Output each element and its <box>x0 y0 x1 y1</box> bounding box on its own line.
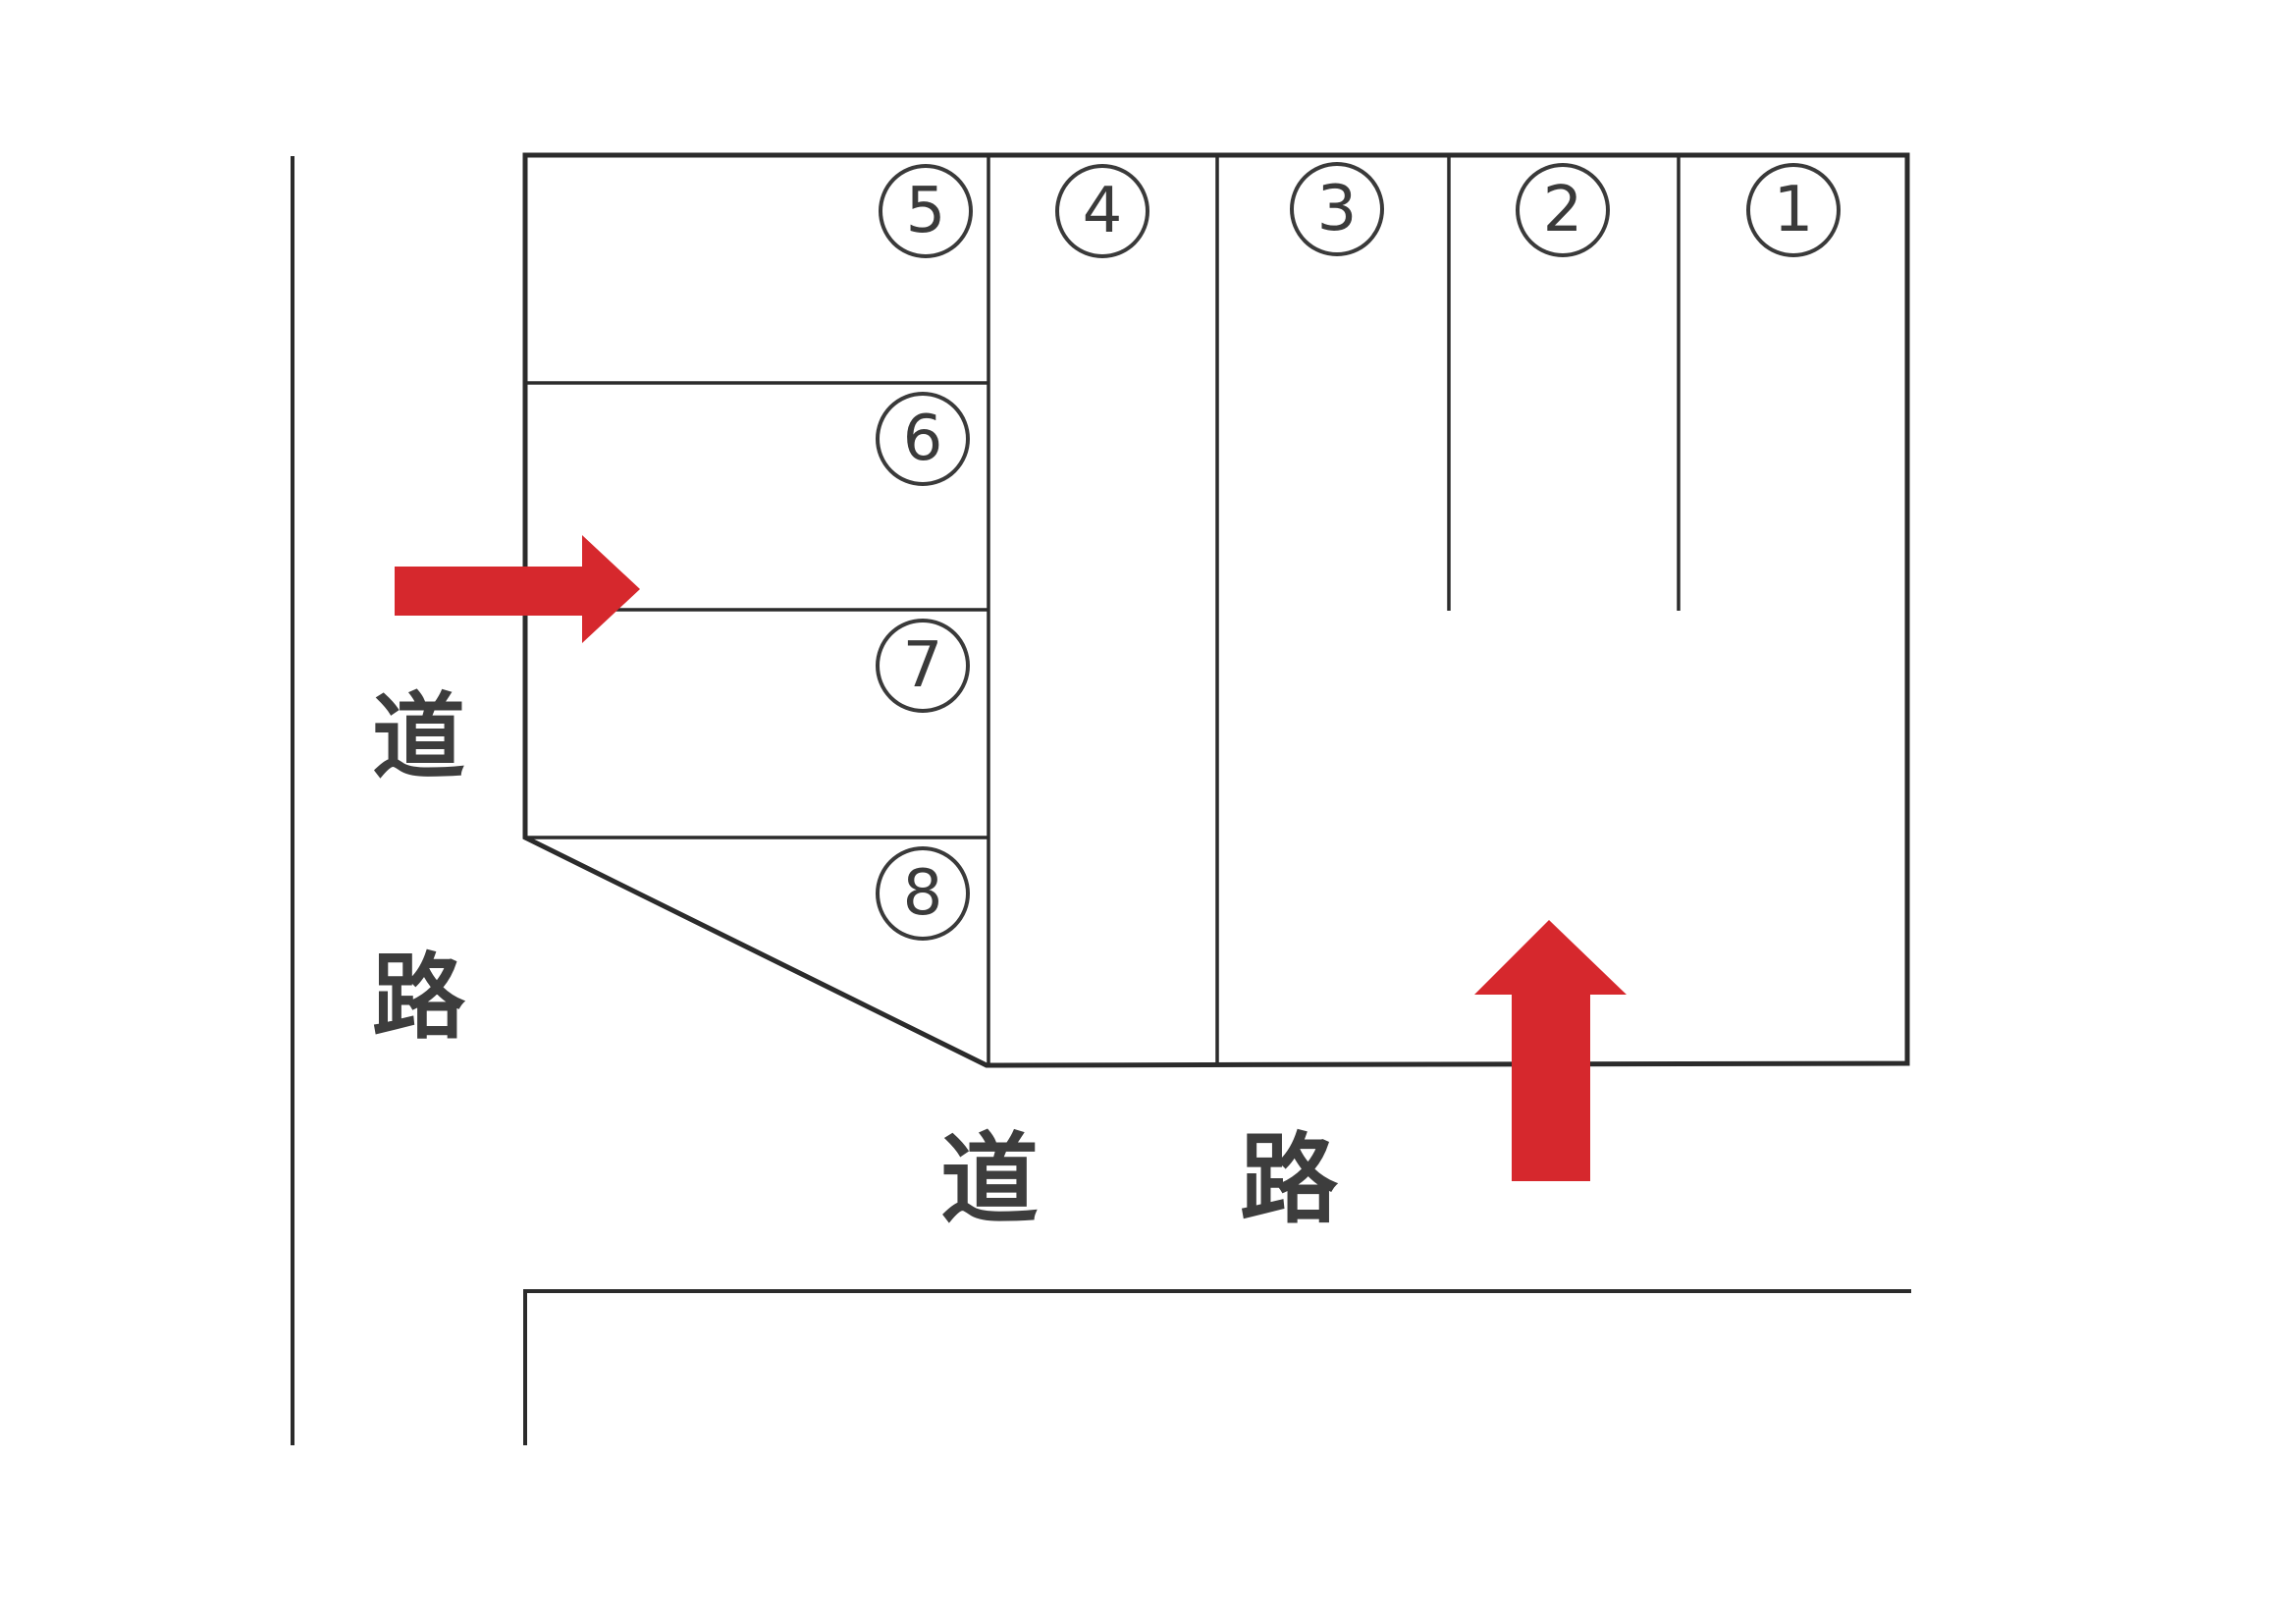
space-4-number: 4 <box>1055 164 1149 258</box>
space-2-number: 2 <box>1516 163 1610 257</box>
space-3-number: 3 <box>1290 162 1384 256</box>
road-label-bottom: 道路 <box>940 1122 1539 1237</box>
entry-arrow-up-icon <box>1474 920 1627 1181</box>
space-7-number: 7 <box>876 619 970 713</box>
space-5-number: 5 <box>879 164 973 258</box>
road-bottom-boundary-line <box>523 1289 1911 1445</box>
space-1-number: 1 <box>1746 163 1841 257</box>
space-6-number: 6 <box>876 392 970 486</box>
space-8-number: 8 <box>876 846 970 941</box>
road-label-left: 道路 <box>356 687 464 1208</box>
entry-arrow-right-icon <box>395 535 640 643</box>
